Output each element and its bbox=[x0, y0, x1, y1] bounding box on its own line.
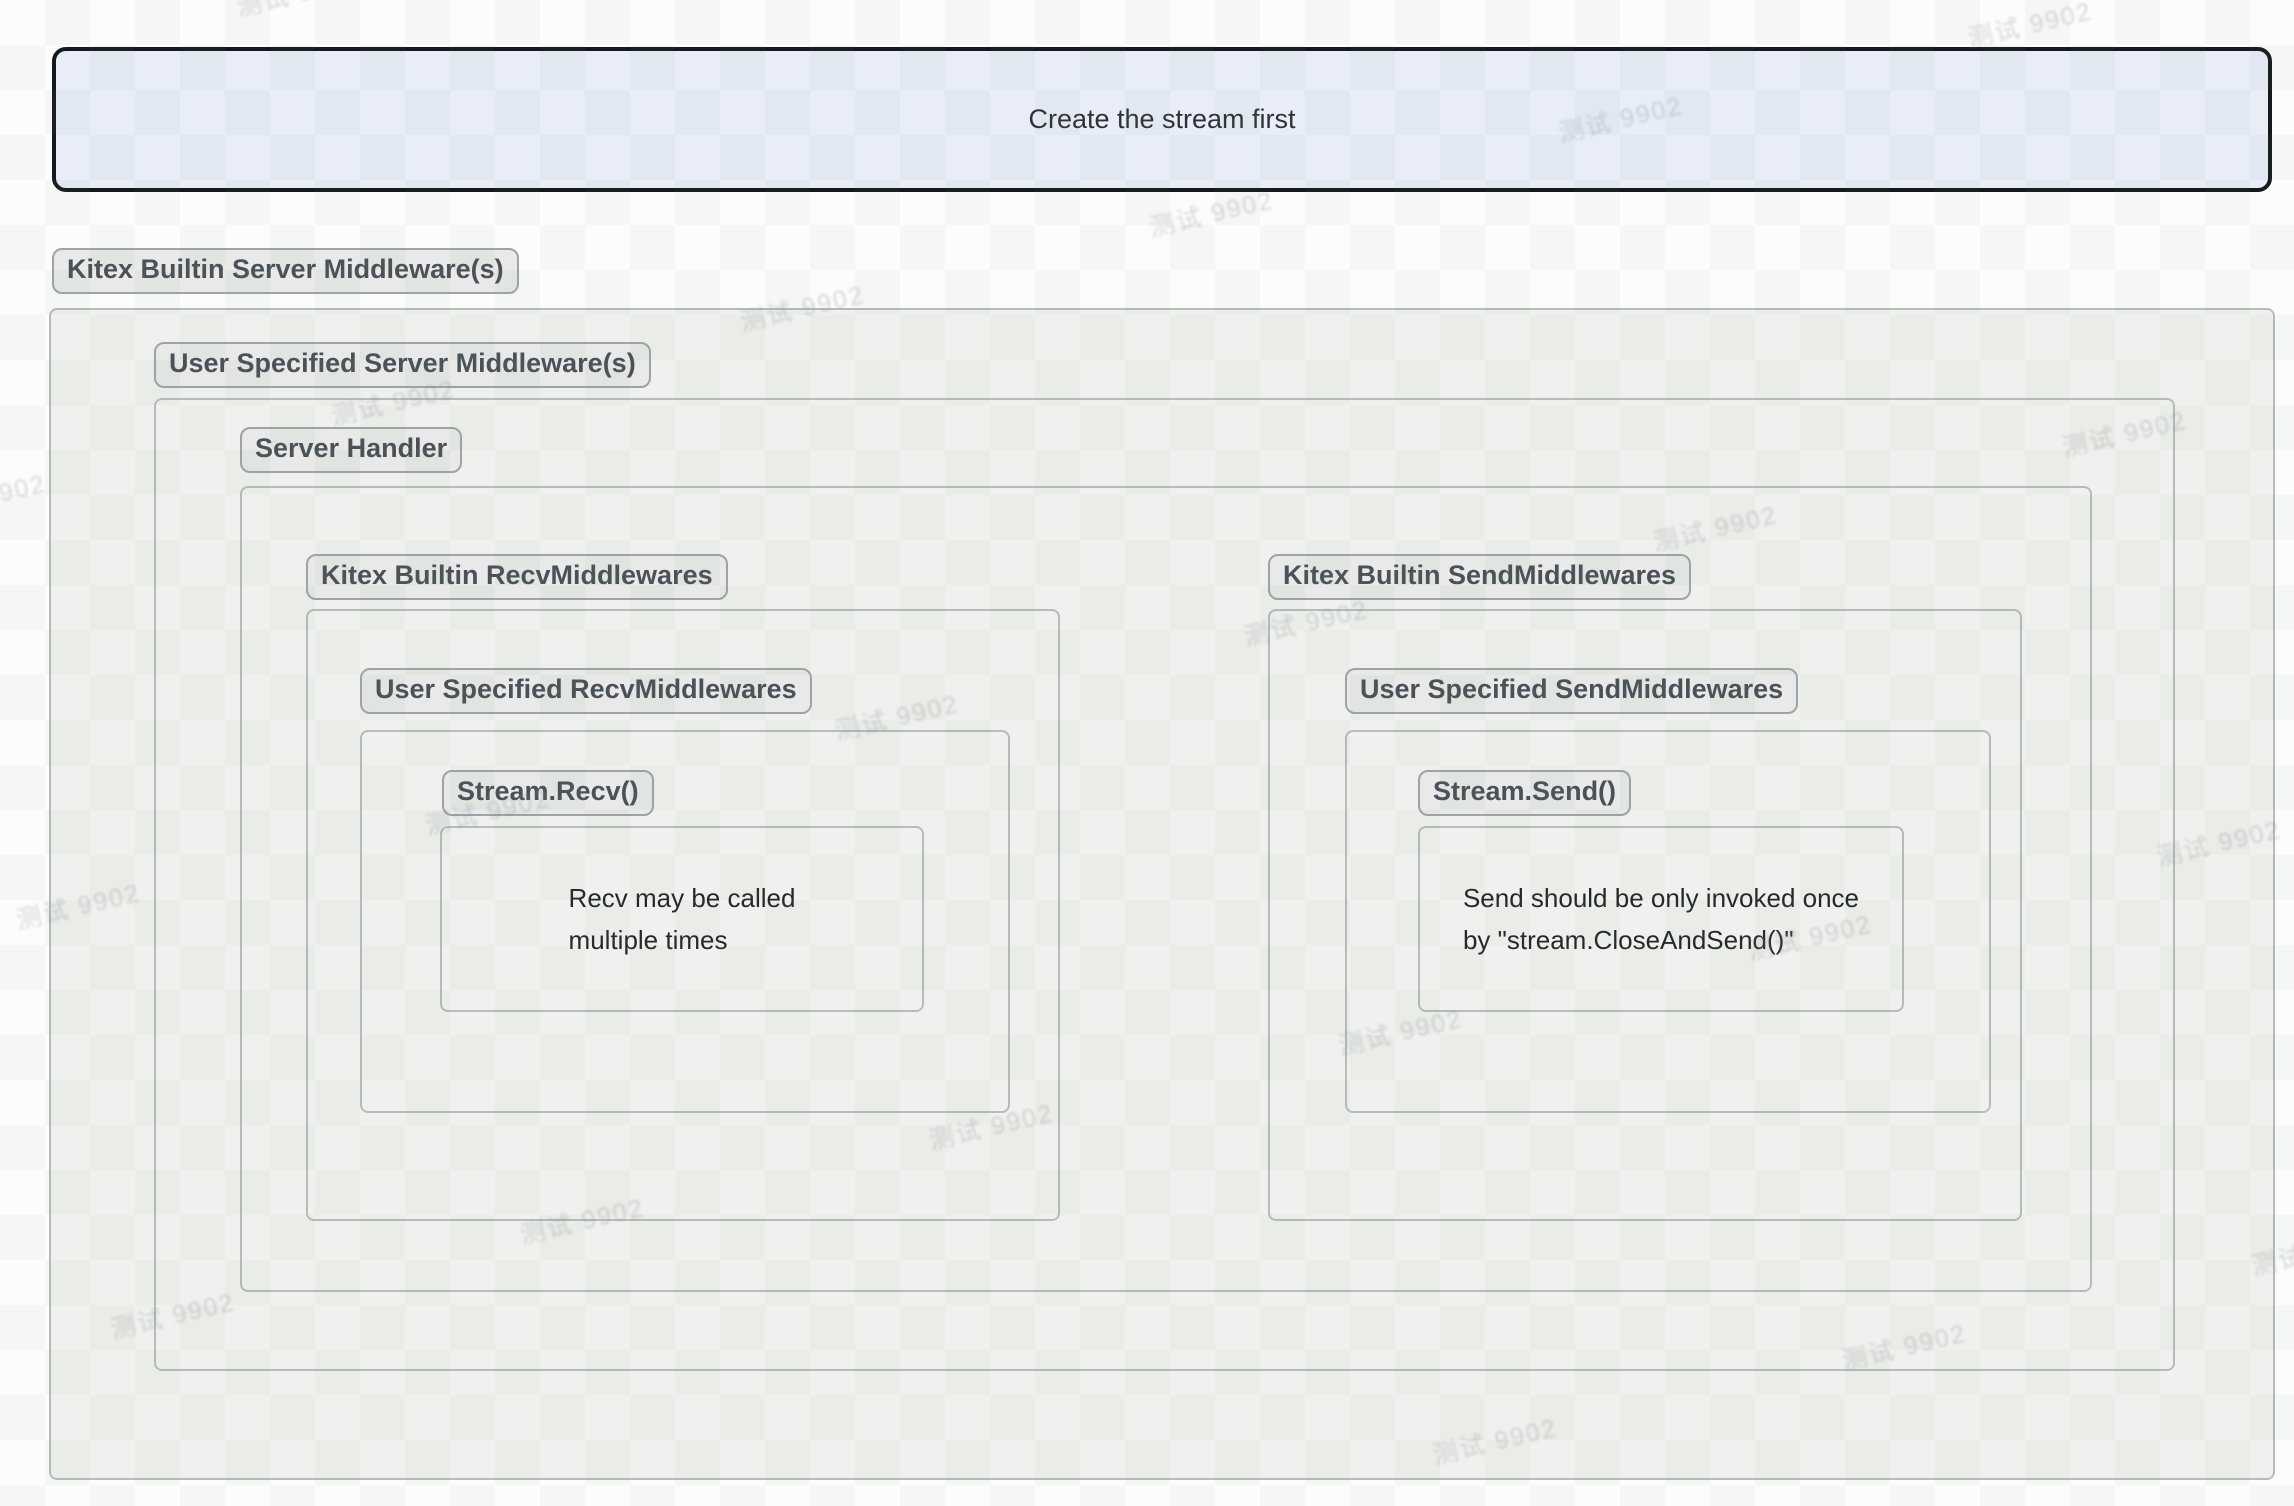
stream-send-note-line-1: Send should be only invoked once bbox=[1462, 883, 1860, 913]
label-kitex-builtin-send-middlewares: Kitex Builtin SendMiddlewares bbox=[1268, 554, 1692, 600]
label-stream-send: Stream.Send() bbox=[1418, 770, 1632, 816]
container-user-specified-server-middleware: Server Handler Kitex Builtin RecvMiddlew… bbox=[154, 398, 2175, 1371]
create-stream-banner-text: Create the stream first bbox=[1028, 104, 1296, 134]
stream-recv-note-line-1: Recv may be called bbox=[568, 883, 796, 913]
label-user-specified-send-middlewares: User Specified SendMiddlewares bbox=[1345, 668, 1799, 714]
note-box-stream-send: Send should be only invoked once by "str… bbox=[1418, 826, 1904, 1012]
label-server-handler: Server Handler bbox=[240, 427, 463, 473]
container-user-specified-recv-middlewares: Stream.Recv() Recv may be called multipl… bbox=[360, 730, 1010, 1113]
label-kitex-builtin-server-middleware: Kitex Builtin Server Middleware(s) bbox=[52, 248, 519, 294]
label-user-specified-recv-middlewares: User Specified RecvMiddlewares bbox=[360, 668, 812, 714]
stream-recv-note: Recv may be called multiple times bbox=[569, 877, 796, 961]
watermark-text: 测试 9902 bbox=[0, 469, 49, 526]
stream-recv-note-line-2: multiple times bbox=[568, 925, 728, 955]
note-box-stream-recv: Recv may be called multiple times bbox=[440, 826, 924, 1012]
container-server-handler: Kitex Builtin RecvMiddlewares User Speci… bbox=[240, 486, 2092, 1292]
label-kitex-builtin-recv-middlewares: Kitex Builtin RecvMiddlewares bbox=[306, 554, 728, 600]
container-kitex-builtin-send-middlewares: User Specified SendMiddlewares Stream.Se… bbox=[1268, 609, 2022, 1221]
stream-send-note-line-2: by "stream.CloseAndSend()" bbox=[1462, 925, 1794, 955]
label-user-specified-server-middleware: User Specified Server Middleware(s) bbox=[154, 342, 651, 388]
container-kitex-builtin-server-middleware: User Specified Server Middleware(s) Serv… bbox=[49, 308, 2275, 1480]
container-kitex-builtin-recv-middlewares: User Specified RecvMiddlewares Stream.Re… bbox=[306, 609, 1060, 1221]
watermark-text: 测试 9902 bbox=[233, 0, 364, 24]
container-user-specified-send-middlewares: Stream.Send() Send should be only invoke… bbox=[1345, 730, 1991, 1113]
label-stream-recv: Stream.Recv() bbox=[442, 770, 654, 816]
stream-send-note: Send should be only invoked once by "str… bbox=[1463, 877, 1859, 961]
create-stream-banner: Create the stream first bbox=[52, 47, 2272, 192]
